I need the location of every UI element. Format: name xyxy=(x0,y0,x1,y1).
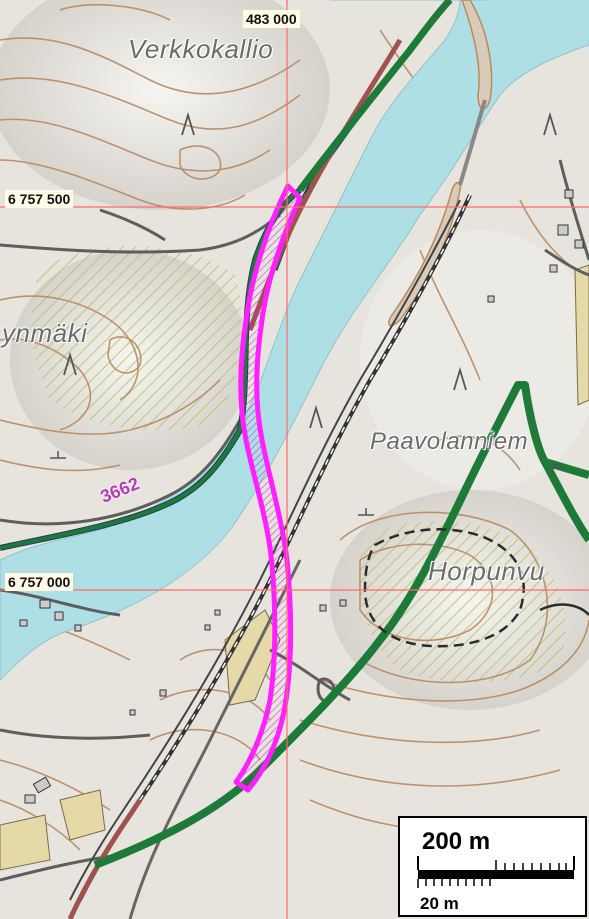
field-3 xyxy=(0,814,51,871)
terrain-hill-verkkokallio xyxy=(0,0,330,210)
place-name-ynmaki: ynmäki xyxy=(2,318,88,348)
river xyxy=(0,0,589,681)
scale-label-small: 20 m xyxy=(420,894,459,913)
highlight-corridor[interactable] xyxy=(233,183,303,793)
northing-label-top: 6 757 500 xyxy=(5,190,74,208)
field-2 xyxy=(59,789,106,841)
place-name-paavolanniemi: Paavolanniem xyxy=(370,428,529,455)
hill-symbol xyxy=(63,111,557,429)
field-4 xyxy=(574,264,589,406)
northing-label-bottom: 6 757 000 xyxy=(5,573,74,591)
spot-marks xyxy=(50,451,564,516)
route-red-south xyxy=(67,798,143,919)
buildings xyxy=(19,189,584,804)
water-bay xyxy=(490,0,589,80)
place-name-verkkokallio: Verkkokallio xyxy=(128,34,274,64)
easting-label: 483 000 xyxy=(243,10,300,28)
scale-bar: 200 m 20 m xyxy=(398,816,587,917)
hatched-area-west xyxy=(31,246,243,431)
scale-label-large: 200 m xyxy=(422,828,491,855)
place-name-horpunvu: Horpunvu xyxy=(428,556,545,586)
bridge xyxy=(458,99,487,186)
scale-ruler xyxy=(417,856,575,888)
